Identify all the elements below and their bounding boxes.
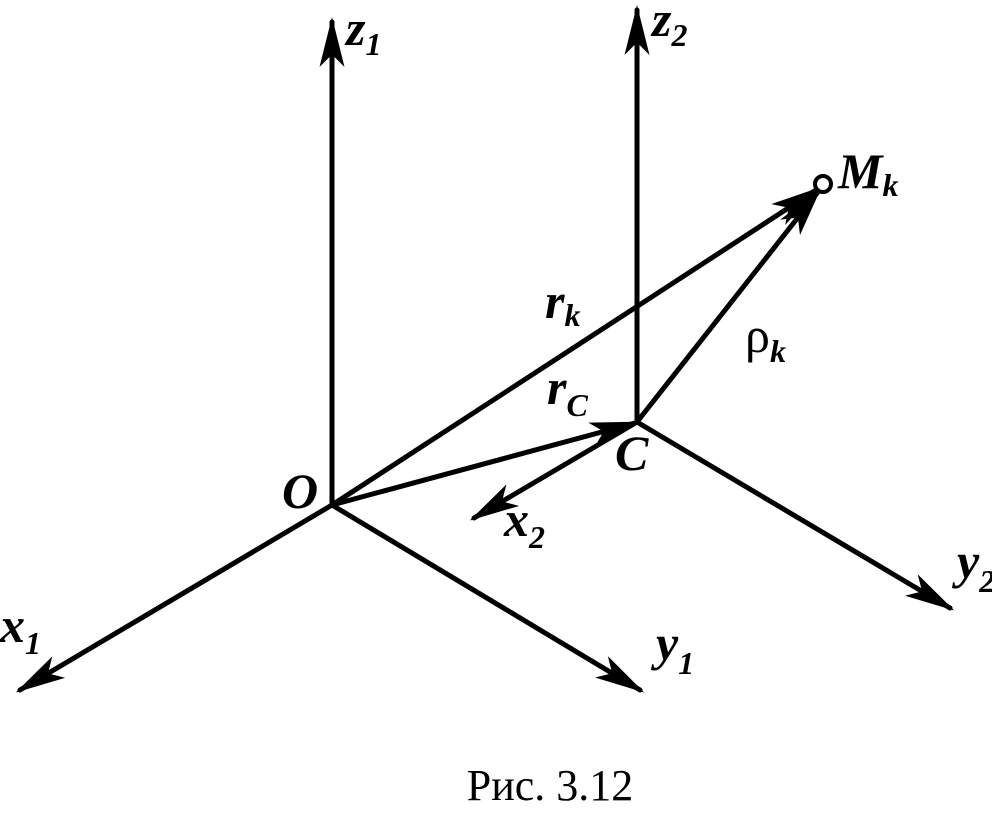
label-point-c: C: [615, 425, 649, 481]
label-y1: y1: [651, 615, 694, 681]
label-rk: rk: [545, 273, 580, 333]
axis-y1: [329, 502, 645, 693]
label-mk: Mk: [837, 143, 898, 203]
label-x2: x2: [503, 491, 545, 555]
label-rc: rC: [547, 359, 588, 423]
vector-rC: [329, 420, 640, 508]
figure-caption: Рис. 3.12: [467, 761, 634, 810]
vector-rk: [329, 187, 821, 508]
axis-y2: [634, 419, 955, 611]
axis-x1: [15, 502, 335, 693]
label-y2: y2: [952, 533, 992, 599]
label-z1: z1: [344, 0, 381, 62]
label-x1: x1: [0, 597, 41, 661]
vector-rhok: [634, 188, 822, 425]
label-origin-o: O: [282, 463, 318, 519]
label-z2: z2: [650, 0, 687, 53]
axis-x2: [469, 419, 640, 521]
point-mk-marker: [813, 174, 833, 194]
label-rhok: ρk: [745, 307, 786, 369]
